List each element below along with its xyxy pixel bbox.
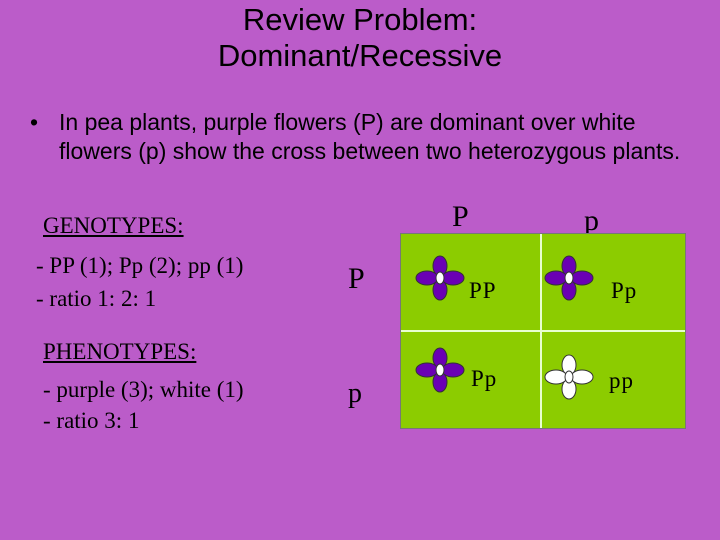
flower-center <box>435 271 445 285</box>
flower-center <box>564 370 574 384</box>
phenotypes-counts: - purple (3); white (1) <box>43 377 244 402</box>
phenotypes-label: PHENOTYPES: <box>43 339 197 364</box>
flower-petal <box>441 362 465 378</box>
bullet-point: • In pea plants, purple flowers (P) are … <box>30 108 700 166</box>
cell-genotype-4: pp <box>609 368 634 393</box>
title-line-2: Dominant/Recessive <box>217 38 503 73</box>
flower-center <box>564 271 574 285</box>
flower-petal <box>544 270 568 286</box>
slide-title: Review Problem: Dominant/Recessive <box>0 2 720 74</box>
genotypes-counts: - PP (1); Pp (2); pp (1) <box>36 253 244 278</box>
flower-petal <box>570 369 594 385</box>
flower-petal <box>544 369 568 385</box>
grid-divider-horizontal <box>401 330 685 332</box>
punnett-square: PP Pp Pp pp <box>400 233 686 429</box>
purple-flower-icon <box>415 347 465 393</box>
flower-petal <box>415 362 439 378</box>
title-line-1: Review Problem: <box>242 2 478 37</box>
genotypes-label: GENOTYPES: <box>43 213 184 238</box>
cell-genotype-1: PP <box>469 278 497 303</box>
flower-petal <box>441 270 465 286</box>
column-header-2: p <box>584 204 599 237</box>
flower-petal <box>570 270 594 286</box>
flower-center <box>435 363 445 377</box>
phenotypes-ratio: - ratio 3: 1 <box>43 408 140 433</box>
purple-flower-icon <box>415 255 465 301</box>
bullet-text: In pea plants, purple flowers (P) are do… <box>59 109 681 164</box>
genotypes-ratio: - ratio 1: 2: 1 <box>36 286 157 311</box>
row-header-2: p <box>348 378 362 409</box>
purple-flower-icon <box>544 255 594 301</box>
bullet-marker: • <box>30 109 39 135</box>
column-header-1: P <box>452 200 469 233</box>
white-flower-icon <box>544 354 594 400</box>
cell-genotype-3: Pp <box>471 366 498 391</box>
cell-genotype-2: Pp <box>611 278 638 303</box>
row-header-1: P <box>348 262 365 295</box>
flower-petal <box>415 270 439 286</box>
